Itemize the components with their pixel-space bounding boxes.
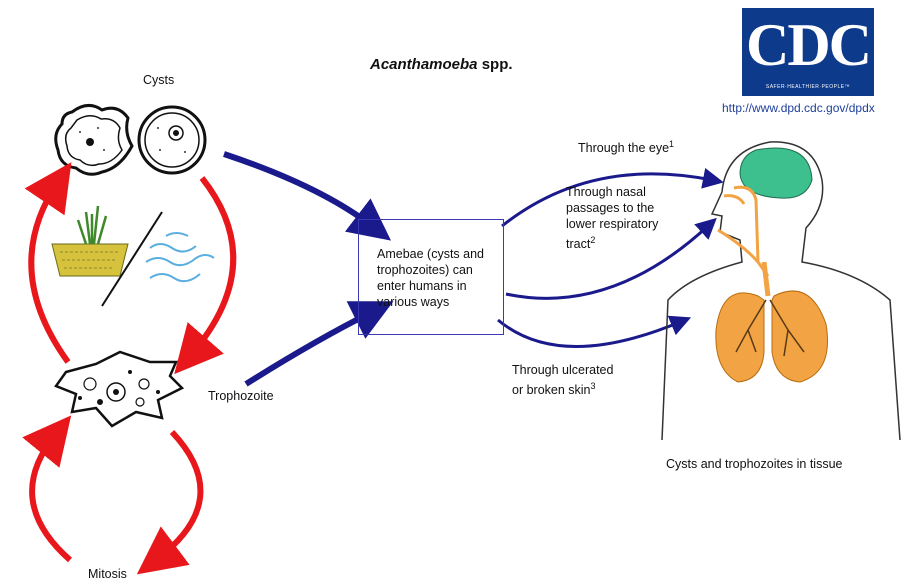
route-skin-line-2: or broken skin xyxy=(512,383,591,398)
skin-route-arrow xyxy=(497,315,692,348)
label-tissue: Cysts and trophozoites in tissue xyxy=(666,457,843,471)
trophozoite-to-humans-arrow xyxy=(244,301,394,387)
entry-box-text: Amebae (cysts and trophozoites) can ente… xyxy=(377,246,505,310)
route-eye-text: Through the eye xyxy=(578,141,670,156)
route-nasal-ref: 2 xyxy=(590,235,596,245)
route-nasal-line-2: passages to the xyxy=(566,201,655,215)
cdc-logo: CDC SAFER·HEALTHIER·PEOPLE™ xyxy=(742,8,874,96)
water-waves-icon xyxy=(145,232,215,283)
encystment-arrow xyxy=(24,162,72,364)
entry-box xyxy=(358,219,504,335)
diagram-title: Acanthamoeba spp. xyxy=(370,56,513,73)
human-figure-icon xyxy=(661,141,901,441)
route-eye-ref: 1 xyxy=(669,139,675,149)
route-skin-ref: 3 xyxy=(590,381,596,391)
entry-line-3: enter humans in xyxy=(377,279,467,293)
route-nasal-line-1: Through nasal xyxy=(566,185,646,199)
route-skin: Through ulcerated or broken skin3 xyxy=(512,362,613,398)
route-nasal-line-4: tract xyxy=(566,237,591,252)
cdc-logo-text: CDC xyxy=(746,12,872,78)
route-nasal: Through nasal passages to the lower resp… xyxy=(566,184,658,252)
divider-line xyxy=(101,211,163,307)
label-mitosis: Mitosis xyxy=(88,567,127,581)
mitosis-arrow-left xyxy=(22,415,72,563)
entry-line-2: trophozoites) can xyxy=(377,263,473,277)
entry-line-4: various ways xyxy=(377,295,450,309)
eye-route-arrow xyxy=(501,167,724,228)
entry-line-1: Amebae (cysts and xyxy=(377,247,484,261)
soil-grass-icon xyxy=(51,205,129,277)
label-trophozoite: Trophozoite xyxy=(208,389,274,403)
label-cysts: Cysts xyxy=(143,73,175,87)
mitosis-arrow-right xyxy=(136,429,204,575)
route-skin-line-1: Through ulcerated xyxy=(512,363,614,377)
excystment-arrow xyxy=(174,176,237,375)
nasal-route-arrow xyxy=(505,217,717,300)
cysts-to-humans-arrow xyxy=(223,151,392,241)
trophozoite-icon xyxy=(54,350,185,428)
cyst-irregular-icon xyxy=(54,104,134,176)
source-url[interactable]: http://www.dpd.cdc.gov/dpdx xyxy=(722,101,875,115)
cdc-logo-tagline: SAFER·HEALTHIER·PEOPLE™ xyxy=(765,84,851,90)
title-suffix: spp. xyxy=(477,56,513,73)
route-nasal-line-3: lower respiratory xyxy=(566,217,659,231)
route-eye: Through the eye1 xyxy=(578,136,674,156)
title-genus: Acanthamoeba xyxy=(370,56,478,73)
cyst-round-icon xyxy=(137,105,207,175)
